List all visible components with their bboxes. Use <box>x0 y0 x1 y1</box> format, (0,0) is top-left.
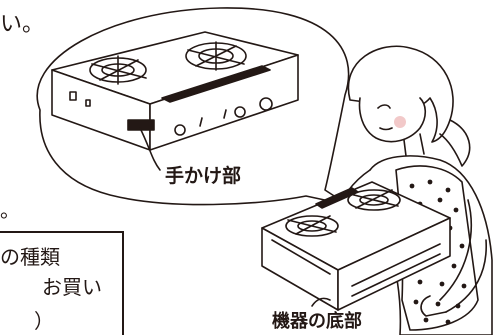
held-stove <box>261 181 451 311</box>
appliance-bottom-label: 機器の底部 <box>272 311 362 332</box>
note-box: の種類 お買い ） <box>0 231 124 335</box>
instruction-text-fragment-top: い。 <box>0 12 45 37</box>
zoomed-stove <box>51 31 299 151</box>
note-box-line: お買い <box>42 275 102 299</box>
note-box-line: の種類 <box>0 245 60 269</box>
instruction-text-fragment-middle: 。 <box>0 198 20 222</box>
handle-part-label: 手かけ部 <box>165 165 242 187</box>
note-box-line: ） <box>34 309 54 333</box>
handle-leader-line <box>139 127 161 171</box>
bottom-leader-line <box>311 297 331 307</box>
